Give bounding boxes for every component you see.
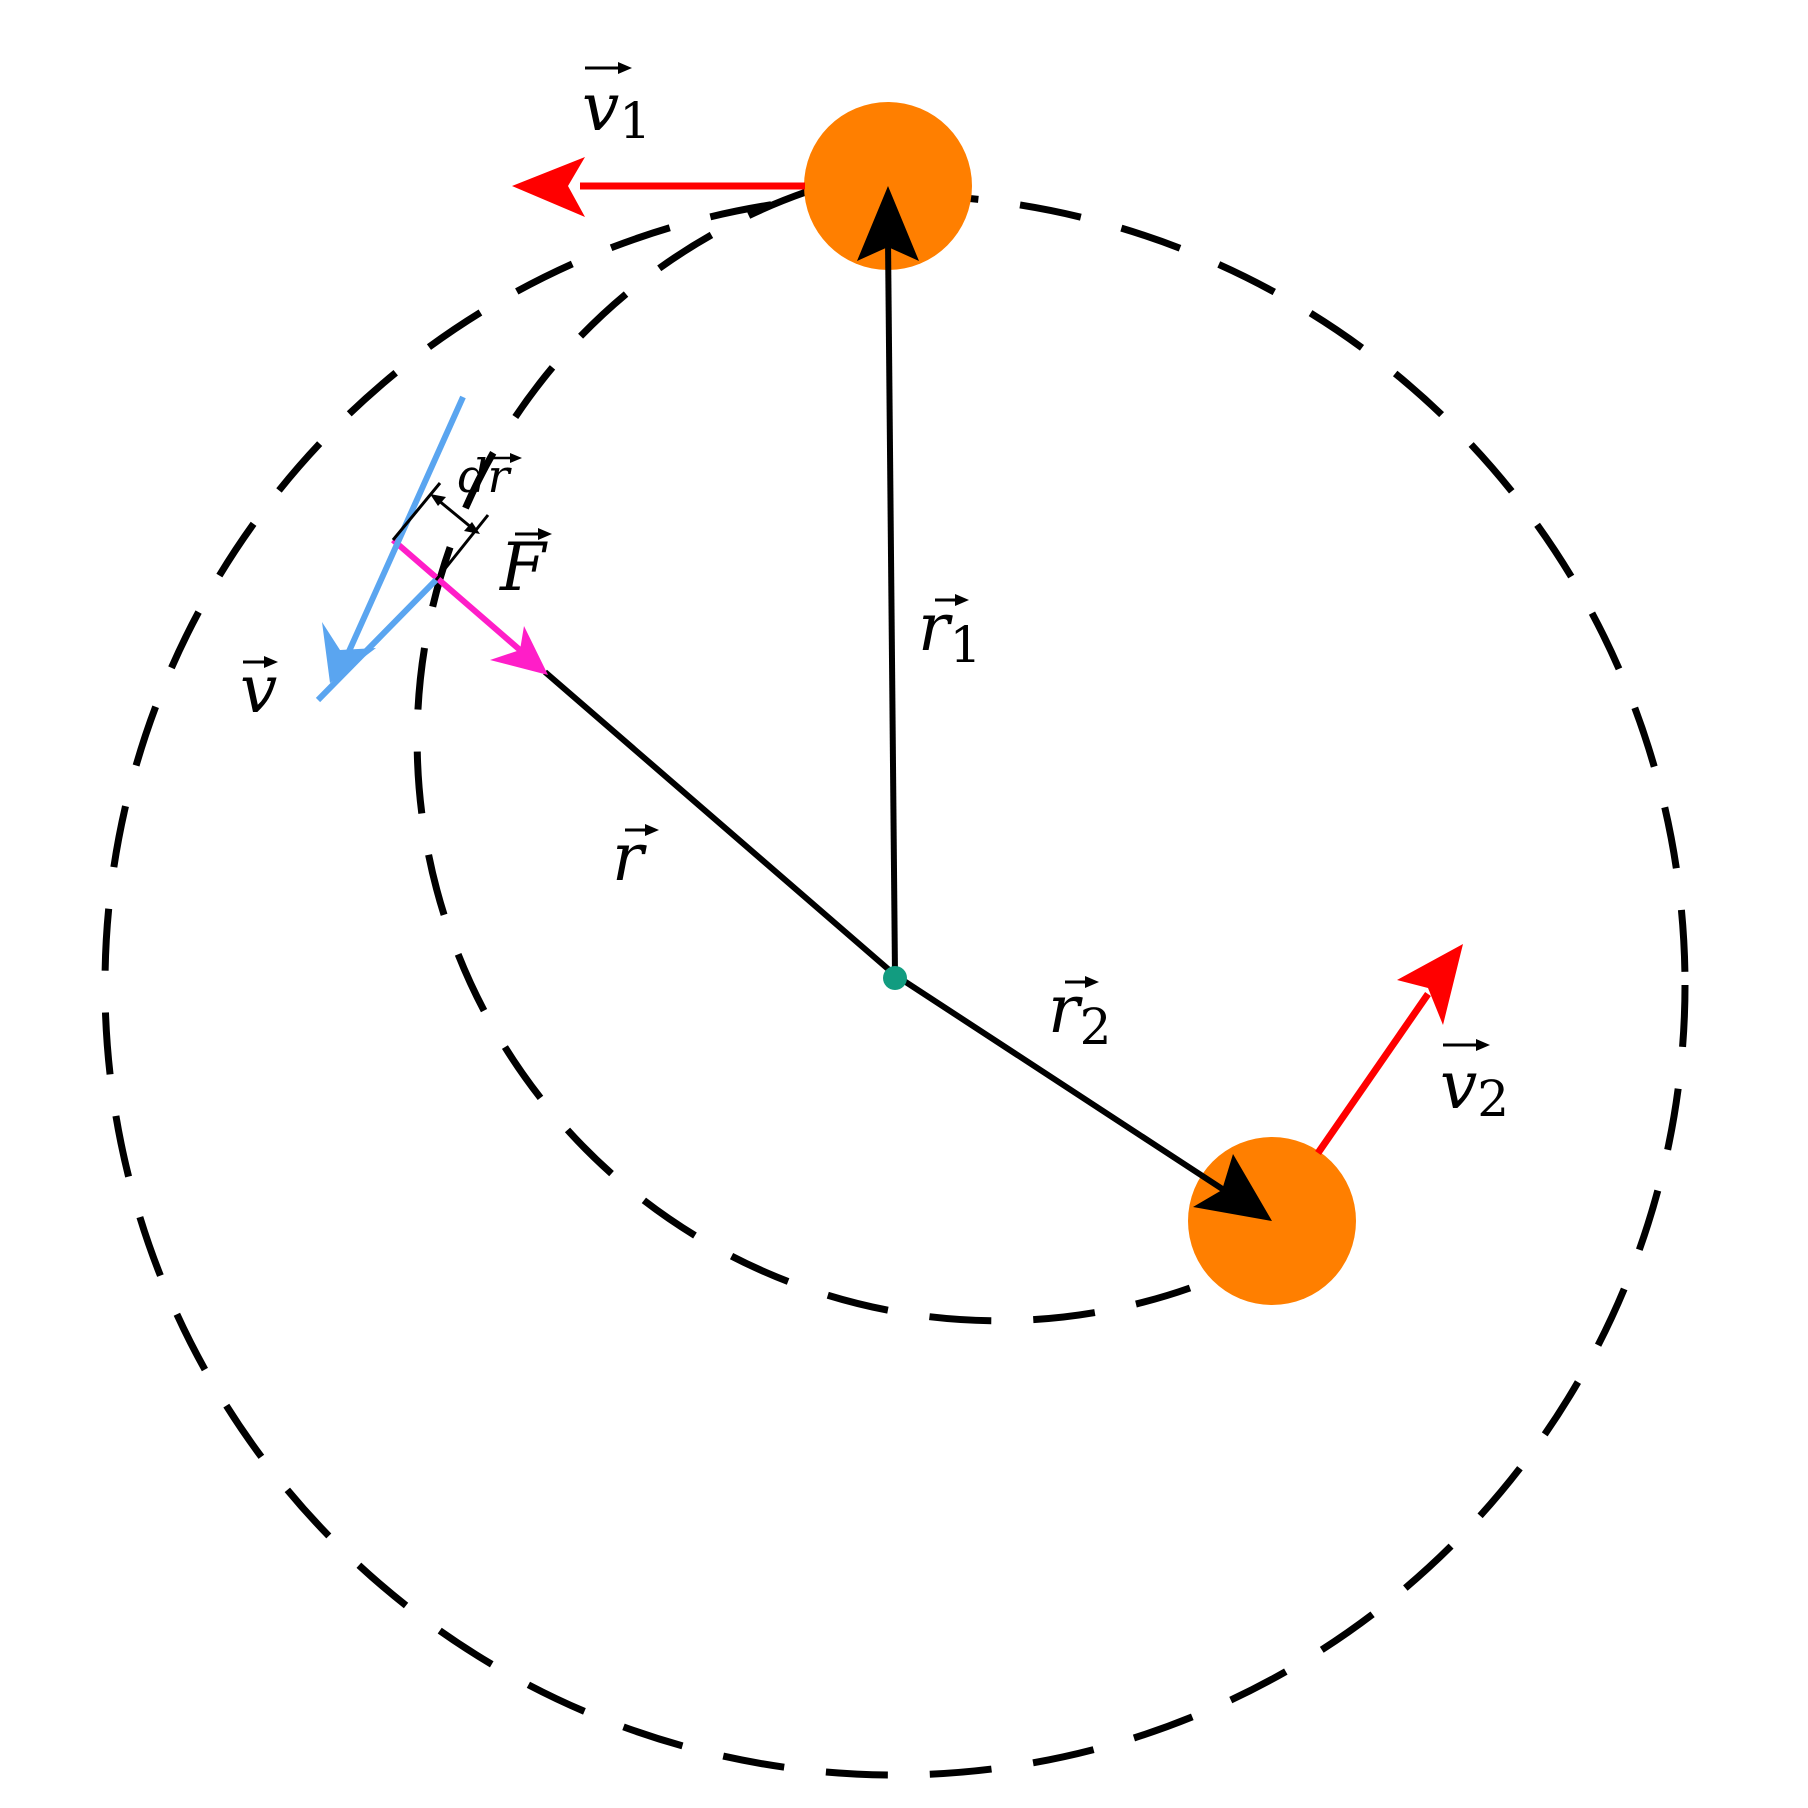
svg-text:r: r	[612, 819, 647, 896]
label-r: r	[612, 819, 659, 896]
center-of-mass	[883, 966, 907, 990]
v-reduced-arrow	[315, 395, 466, 703]
label-v2: v2	[1440, 1039, 1509, 1128]
label-r2: r2	[1048, 971, 1111, 1056]
svg-text:r1: r1	[918, 589, 981, 674]
v1-arrow	[512, 157, 805, 217]
v2-arrow	[1315, 944, 1463, 1155]
label-v: v	[240, 651, 278, 728]
r-line	[543, 669, 897, 978]
dr-indicator	[391, 482, 490, 581]
label-F: F	[499, 528, 552, 606]
r2-arrow	[893, 972, 1272, 1221]
label-r1: r1	[918, 589, 981, 674]
r1-arrow	[857, 186, 919, 976]
label-v1: v1	[582, 62, 651, 150]
svg-text:v2: v2	[1440, 1047, 1509, 1128]
inner-orbit	[413, 188, 1192, 1325]
svg-text:v1: v1	[582, 69, 651, 150]
svg-text:r2: r2	[1048, 971, 1111, 1056]
outer-orbit	[101, 191, 1689, 1779]
label-dr: dr	[458, 449, 522, 503]
force-arrow	[391, 537, 548, 675]
svg-text:F: F	[499, 529, 548, 606]
